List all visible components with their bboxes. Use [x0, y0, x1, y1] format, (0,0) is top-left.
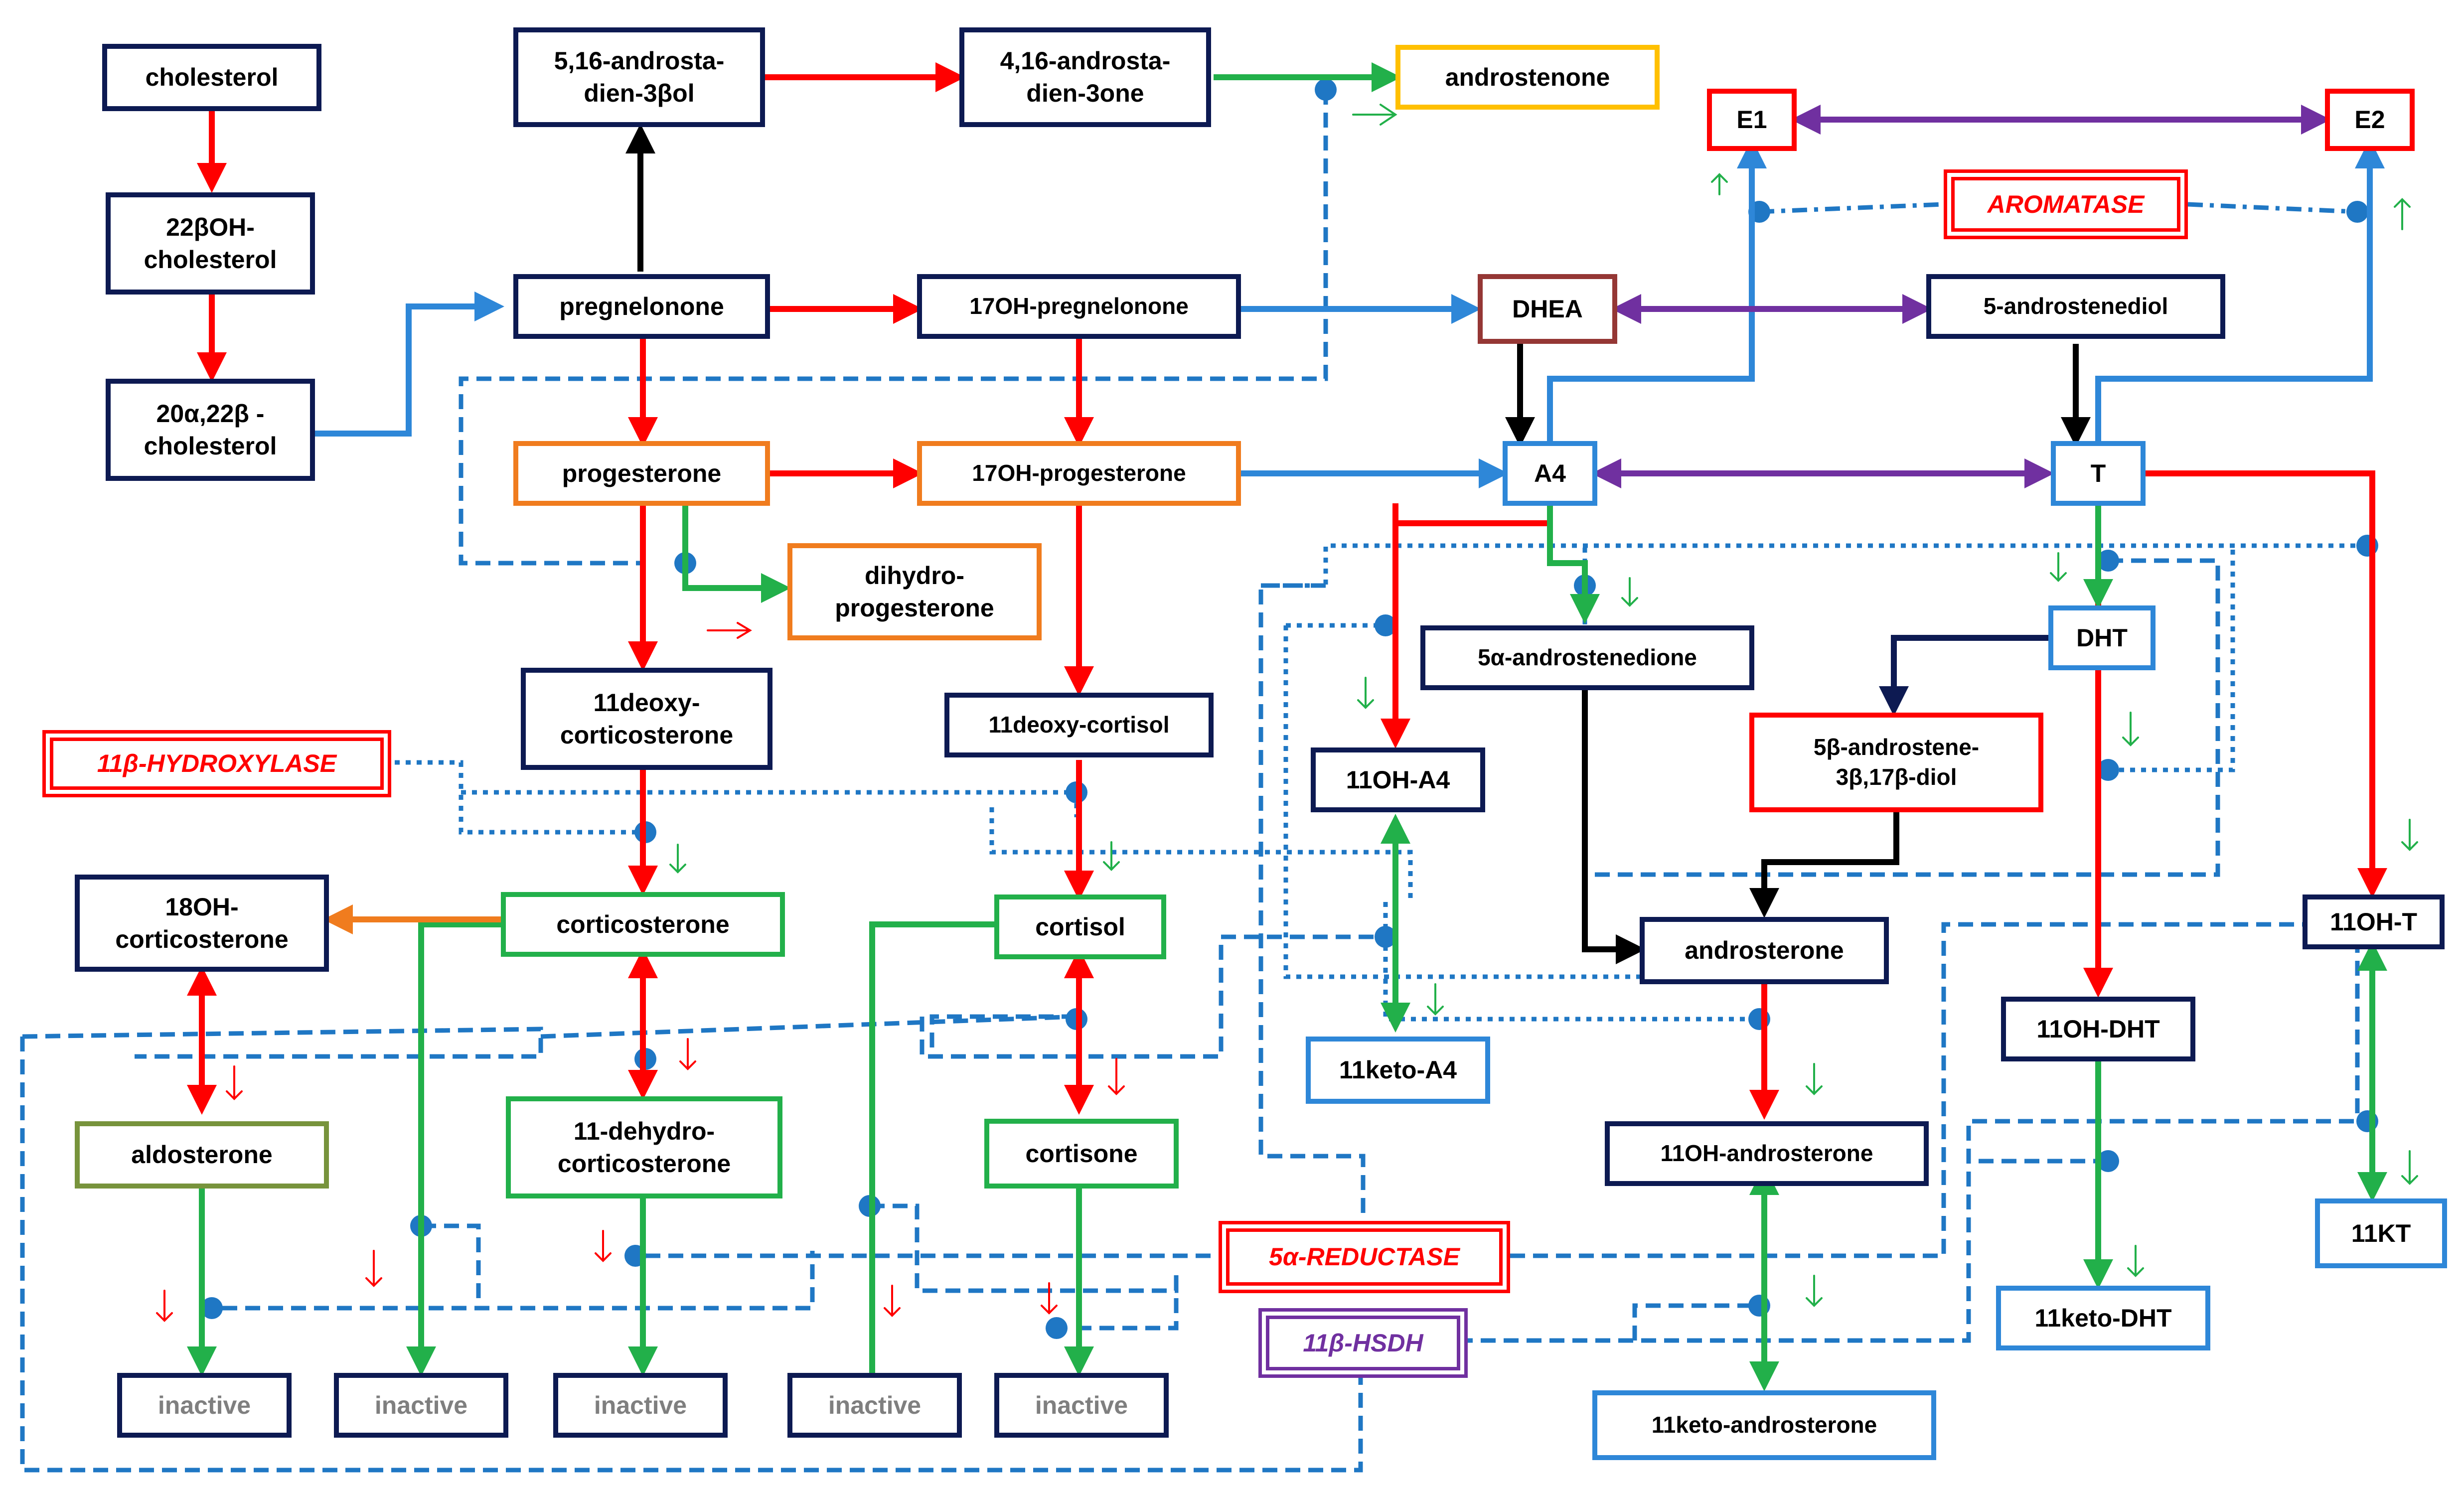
node-inactive-4: inactive — [787, 1373, 962, 1438]
node-11oh-androsterone: 11OH-androsterone — [1605, 1121, 1929, 1186]
node-17oh-pregnelonone: 17OH-pregnelonone — [917, 274, 1241, 339]
conversion-arrows — [187, 62, 2387, 1391]
node-corticosterone: corticosterone — [501, 892, 785, 957]
node-11keto-dht: 11keto-DHT — [1996, 1286, 2210, 1350]
enzyme-5a-reductase: 5α-REDUCTASE — [1219, 1221, 1510, 1293]
node-dihydroprogesterone: dihydro- progesterone — [787, 543, 1042, 640]
enzyme-inhibition-network — [20, 90, 2367, 1473]
node-5b-androstene-diol: 5β-androstene- 3β,17β-diol — [1749, 713, 2043, 812]
node-11keto-androsterone: 11keto-androsterone — [1592, 1390, 1936, 1460]
node-22-hydroxycholesterol: 22βOH- cholesterol — [106, 192, 315, 295]
node-cortisone: cortisone — [984, 1119, 1179, 1189]
node-cortisol: cortisol — [994, 894, 1166, 959]
node-inactive-2: inactive — [334, 1373, 508, 1438]
node-e1: E1 — [1707, 89, 1797, 151]
node-5a-androstenedione: 5α-androstenedione — [1420, 625, 1754, 690]
node-11oh-t: 11OH-T — [2303, 894, 2445, 949]
node-dhea: DHEA — [1478, 274, 1617, 344]
node-11keto-a4: 11keto-A4 — [1306, 1037, 1490, 1104]
node-cholesterol: cholesterol — [102, 44, 321, 111]
node-dht: DHT — [2048, 605, 2156, 670]
node-e2: E2 — [2325, 89, 2415, 151]
node-11oh-dht: 11OH-DHT — [2001, 997, 2195, 1061]
node-pregnelonone: pregnelonone — [513, 274, 770, 339]
node-18oh-corticosterone: 18OH- corticosterone — [75, 875, 329, 972]
node-17oh-progesterone: 17OH-progesterone — [917, 441, 1241, 506]
node-inactive-1: inactive — [117, 1373, 292, 1438]
node-aldosterone: aldosterone — [75, 1121, 329, 1189]
node-t: T — [2051, 441, 2146, 506]
node-5-androstenediol: 5-androstenediol — [1926, 274, 2225, 339]
node-androstadienol: 5,16-androsta- dien-3βol — [513, 27, 765, 127]
enzyme-aromatase: AROMATASE — [1944, 169, 2188, 239]
enzyme-11b-hsdh: 11β-HSDH — [1258, 1308, 1468, 1378]
enzyme-11b-hydroxylase: 11β-HYDROXYLASE — [42, 730, 391, 797]
node-11oh-a4: 11OH-A4 — [1311, 747, 1485, 812]
node-androstenone: androstenone — [1395, 45, 1660, 110]
node-20-22-dihydroxycholesterol: 20α,22β - cholesterol — [106, 379, 315, 481]
effect-arrows — [156, 104, 2418, 1322]
node-progesterone: progesterone — [513, 441, 770, 506]
node-inactive-3: inactive — [553, 1373, 728, 1438]
node-inactive-5: inactive — [994, 1373, 1169, 1438]
node-11deoxy-cortisol: 11deoxy-cortisol — [944, 693, 1214, 757]
node-a4: A4 — [1503, 441, 1597, 506]
node-11kt: 11KT — [2315, 1198, 2447, 1268]
node-11-dehydro-corticosterone: 11-dehydro- corticosterone — [506, 1096, 782, 1198]
node-androsterone: androsterone — [1640, 917, 1889, 984]
node-androstadienone: 4,16-androsta- dien-3one — [959, 27, 1211, 127]
node-11deoxy-corticosterone: 11deoxy- corticosterone — [521, 668, 772, 770]
